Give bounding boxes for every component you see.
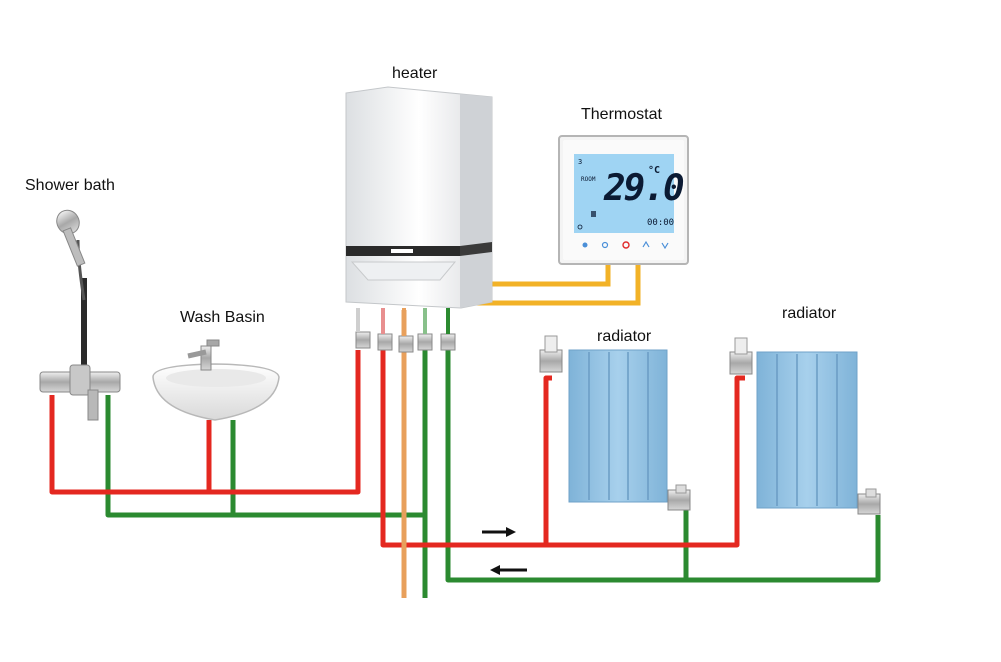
radiator-right-label: radiator: [782, 305, 837, 322]
thermostat-wires: [463, 262, 641, 306]
thermostat-device: [558, 135, 689, 265]
lcd-hand-icon: [591, 211, 596, 217]
lcd-unit: °C: [648, 165, 661, 176]
up-button-icon: [642, 240, 650, 248]
thermostat-buttons: [582, 240, 669, 250]
return-pipe-shower: [105, 350, 428, 518]
shower-head-icon: [56, 209, 86, 267]
supply-pipe-radiator-left: [543, 375, 552, 545]
thermostat-lcd: [574, 154, 674, 233]
lcd-mode-label: ROOM: [581, 176, 596, 183]
valve-icon: [729, 337, 753, 375]
lcd-status-icon: [577, 224, 583, 230]
valve-icon: [539, 335, 563, 373]
thermostat-wire-2: [463, 262, 641, 306]
lcd-time: 00:00: [647, 218, 675, 228]
clock-button-icon: [601, 241, 609, 249]
supply-pipes: [49, 350, 745, 548]
valve-icon: [857, 488, 881, 515]
return-pipe-radiators: [445, 340, 881, 583]
heater-label: heater: [392, 65, 438, 82]
power-button-icon: [622, 241, 630, 249]
valve-icon: [667, 484, 691, 511]
faucet-icon: [187, 339, 220, 371]
down-button-icon: [661, 242, 669, 250]
heater-valves: [355, 331, 456, 353]
thermostat-wire-1: [485, 262, 611, 287]
shower-bath-label: Shower bath: [25, 177, 115, 194]
arrow-right-icon: [482, 527, 516, 537]
wash-basin-label: Wash Basin: [180, 309, 265, 326]
supply-pipe-radiators: [380, 350, 745, 548]
radiator-left: [539, 335, 691, 511]
radiator-left-label: radiator: [597, 328, 652, 345]
heater-boiler: [345, 86, 493, 353]
shower-fixture: [39, 209, 121, 421]
thermostat-label: Thermostat: [581, 106, 662, 123]
lcd-program-number: 3: [578, 158, 583, 166]
menu-button-icon: [582, 242, 588, 248]
supply-pipe-shower: [49, 350, 361, 495]
radiator-right: [729, 337, 881, 515]
arrow-left-icon: [490, 565, 527, 575]
lcd-temperature: 29.0: [604, 168, 685, 209]
wash-basin: [152, 339, 280, 421]
